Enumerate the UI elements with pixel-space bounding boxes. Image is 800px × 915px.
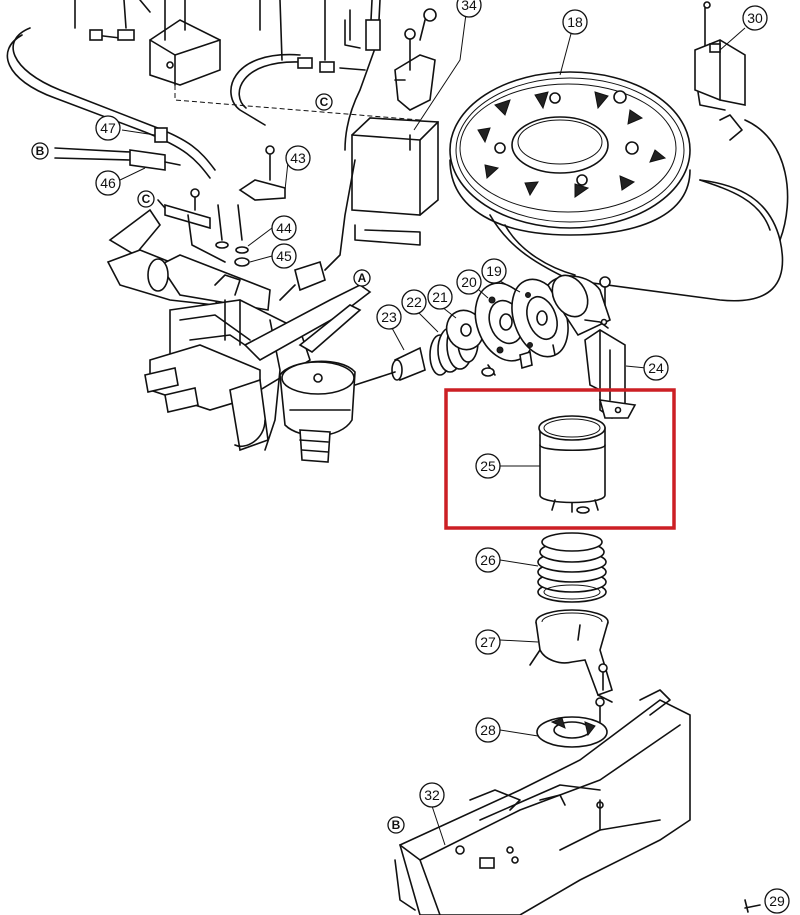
fitting-23 xyxy=(354,327,426,386)
svg-text:26: 26 xyxy=(480,552,496,568)
flange-19 xyxy=(497,278,569,370)
letter-c-mid: C xyxy=(315,93,333,111)
svg-text:25: 25 xyxy=(480,458,496,474)
support-arm-a xyxy=(243,269,372,361)
svg-text:C: C xyxy=(142,192,151,206)
callout-46: 46 xyxy=(95,170,121,196)
letter-b-bottom: B xyxy=(387,816,405,834)
valve-actuator xyxy=(279,360,356,463)
callout-29: 29 xyxy=(764,888,790,914)
highlight-box xyxy=(444,388,676,530)
callout-32: 32 xyxy=(419,782,445,808)
spring-26 xyxy=(499,532,607,603)
svg-text:C: C xyxy=(320,95,329,109)
part-25-cylinder xyxy=(500,415,606,514)
svg-text:29: 29 xyxy=(769,893,785,909)
hose-46-47 xyxy=(54,127,181,181)
callout-47: 47 xyxy=(95,115,121,141)
base-frame-32 xyxy=(394,689,691,915)
letter-a: A xyxy=(353,269,371,287)
control-box-34 xyxy=(351,13,467,246)
bracket-30 xyxy=(694,1,746,111)
callout-27: 27 xyxy=(475,629,501,655)
svg-text:47: 47 xyxy=(100,120,116,136)
bracket-24 xyxy=(584,329,647,419)
callout-34: 34 xyxy=(456,0,482,18)
svg-text:18: 18 xyxy=(567,14,583,30)
bracket-c-left xyxy=(157,199,226,263)
svg-text:21: 21 xyxy=(432,289,448,305)
bracket-upper-left xyxy=(149,0,421,121)
svg-text:19: 19 xyxy=(486,263,502,279)
callout-18: 18 xyxy=(562,9,588,35)
callout-21: 21 xyxy=(427,284,453,310)
callout-19: 19 xyxy=(481,258,507,284)
svg-text:46: 46 xyxy=(100,175,116,191)
screw-29 xyxy=(744,899,761,913)
callout-25: 25 xyxy=(475,453,501,479)
svg-text:20: 20 xyxy=(461,274,477,290)
svg-text:B: B xyxy=(36,144,45,158)
svg-text:B: B xyxy=(392,818,401,832)
letter-c-left: C xyxy=(137,190,155,208)
throttle-cable-assembly xyxy=(6,0,381,179)
svg-text:32: 32 xyxy=(424,787,440,803)
callout-23: 23 xyxy=(376,304,402,330)
letter-b-left: B xyxy=(31,142,49,160)
callout-44: 44 xyxy=(271,215,297,241)
callout-22: 22 xyxy=(401,289,427,315)
screws-43-44-45 xyxy=(190,145,289,267)
blower-fan-blades xyxy=(477,29,667,198)
spark-plug-connector xyxy=(279,159,356,301)
callout-45: 45 xyxy=(271,243,297,269)
svg-text:28: 28 xyxy=(480,722,496,738)
holder-27 xyxy=(499,609,613,703)
callout-30: 30 xyxy=(742,5,768,31)
callout-43: 43 xyxy=(285,145,311,171)
mount-28 xyxy=(499,697,609,771)
svg-text:24: 24 xyxy=(648,360,664,376)
callout-24: 24 xyxy=(643,355,669,381)
duct-elbow xyxy=(547,274,611,337)
bracket-upper-mid xyxy=(394,8,437,111)
callout-28: 28 xyxy=(475,717,501,743)
svg-text:30: 30 xyxy=(747,10,763,26)
svg-text:43: 43 xyxy=(290,150,306,166)
svg-text:27: 27 xyxy=(480,634,496,650)
callout-26: 26 xyxy=(475,547,501,573)
gas-valve-assembly xyxy=(106,208,311,452)
svg-text:44: 44 xyxy=(276,220,292,236)
svg-text:A: A xyxy=(358,271,367,285)
callout-20: 20 xyxy=(456,269,482,295)
svg-text:34: 34 xyxy=(461,0,477,13)
svg-text:45: 45 xyxy=(276,248,292,264)
svg-text:23: 23 xyxy=(381,309,397,325)
svg-text:22: 22 xyxy=(406,294,422,310)
